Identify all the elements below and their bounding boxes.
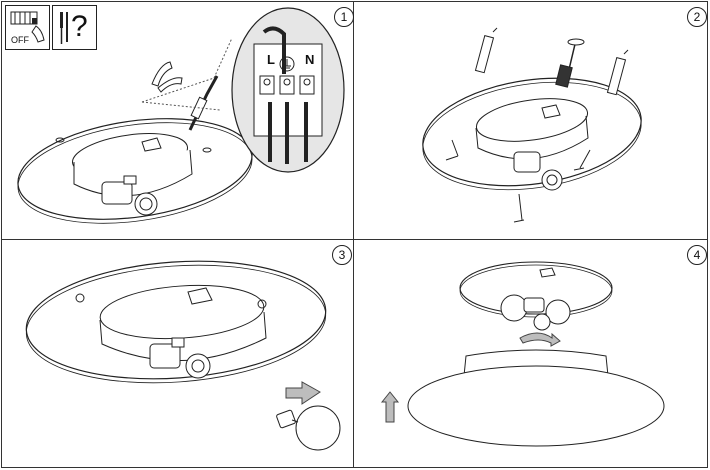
ceiling-plate-rim [17,122,253,224]
step-number: 2 [687,7,707,27]
circuit-breaker-icon [10,11,45,43]
rotate-arrow [519,332,561,347]
step-number: 4 [687,245,707,265]
base-ring-top [475,98,589,142]
pliers-icon [151,61,183,93]
insert-arrow [285,381,321,405]
mount-bracket [141,137,162,152]
lift-arrow [380,391,400,423]
screws [445,139,591,223]
lamp-holder [101,175,158,216]
step-3-drawing [25,260,341,451]
wall-plug-right [606,49,629,96]
mount-bracket [187,287,213,305]
step-4-drawing [380,261,665,447]
step-2-panel: 2 [354,2,708,240]
light-bulbs [500,294,571,331]
off-label: OFF [11,35,29,45]
live-label: L [267,52,275,67]
wires-out [268,102,308,164]
step-2-drawing [422,27,642,223]
step-3-panel: 3 [2,240,354,468]
question-mark: ? [71,10,88,43]
step-number: 1 [334,7,354,27]
tool-question-icon: ? [52,5,97,50]
wall-plug-left [474,27,498,74]
ceiling-plate [459,261,613,315]
lamp-holder [513,151,563,191]
mount-bracket [541,104,561,119]
screwdriver-icon [60,12,68,44]
power-off-icon: OFF [5,5,50,50]
neutral-label: N [305,52,315,67]
light-bulb [276,405,341,451]
terminal-screws [259,75,315,95]
shade-dome [407,349,665,447]
step-1-panel: OFF ? [2,2,354,240]
mount-bracket [539,267,556,278]
lamp-holder [149,337,211,379]
screwdriver [555,38,585,88]
step-number: 3 [332,245,352,265]
step-1-drawing [17,7,345,224]
wires-in [262,26,286,74]
step-4-panel: 4 [354,240,708,468]
